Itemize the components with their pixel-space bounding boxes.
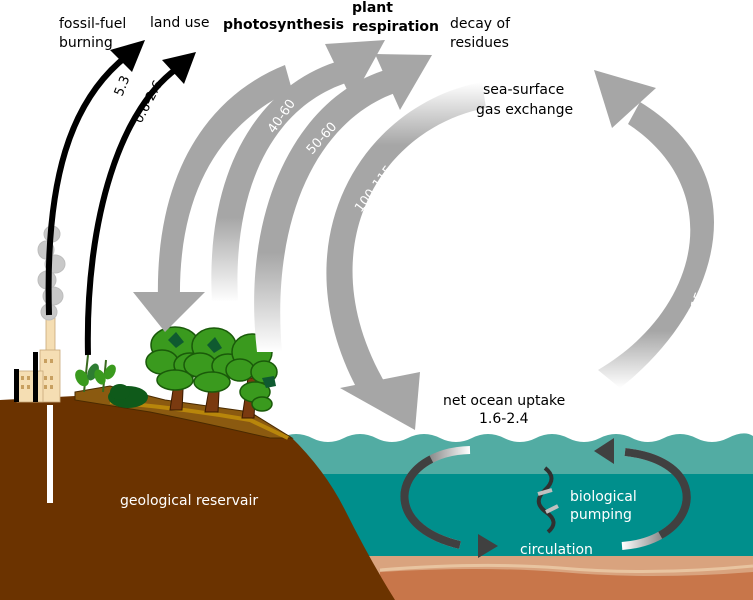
sea-to-air-arrow [326,82,486,430]
fossil-fuel-arrow [45,40,145,316]
fossil-fuel-label: burning [59,35,113,51]
net-ocean-uptake-label: net ocean uptake [443,393,565,409]
biological-pumping-label: biological [570,489,637,505]
circulation-arrow-left [400,446,498,558]
land-use-label: land use [150,15,209,31]
ocean-floor-layer-line [379,563,753,574]
land-use-flux: 0.6-2.6 [131,78,166,126]
factory-roof-strip [33,352,38,402]
factory-chimney [45,317,56,353]
biological-pumping-label: pumping [570,507,632,523]
decay-residues-label: decay of [450,16,511,32]
sea-surface-label: gas exchange [476,102,573,118]
well-pipe [47,405,53,503]
photosynthesis-label: photosynthesis [223,17,344,33]
tree [183,327,245,413]
geological-reservoir-label: geological reservair [120,493,258,509]
decay-residues-arrow [254,54,432,352]
sea-surface-label: sea-surface [483,82,564,98]
factory-roof-strip [14,369,19,402]
land-use-arrow [84,52,196,356]
air-to-sea-arrow [594,70,715,388]
plant-respiration-arrow [211,40,385,302]
fossil-fuel-label: fossil-fuel [59,16,126,32]
tree [145,326,207,411]
ground-mass [0,396,395,600]
factory [14,225,66,403]
circulation-arrow-right [594,438,691,550]
ocean-floor-sediment [380,569,753,600]
factory-windows [21,359,53,389]
circulation-label: circulation [520,542,593,558]
net-ocean-uptake-value: 1.6-2.4 [479,411,529,427]
biological-pump-squiggle [536,466,559,534]
plant-respiration-label: respiration [352,19,439,35]
fossil-fuel-flux: 5.3 [112,74,134,99]
photosynthesis-arrow [133,65,292,332]
small-plants [75,354,148,408]
plant-respiration-label: plant [352,0,393,16]
decay-residues-label: residues [450,35,509,51]
